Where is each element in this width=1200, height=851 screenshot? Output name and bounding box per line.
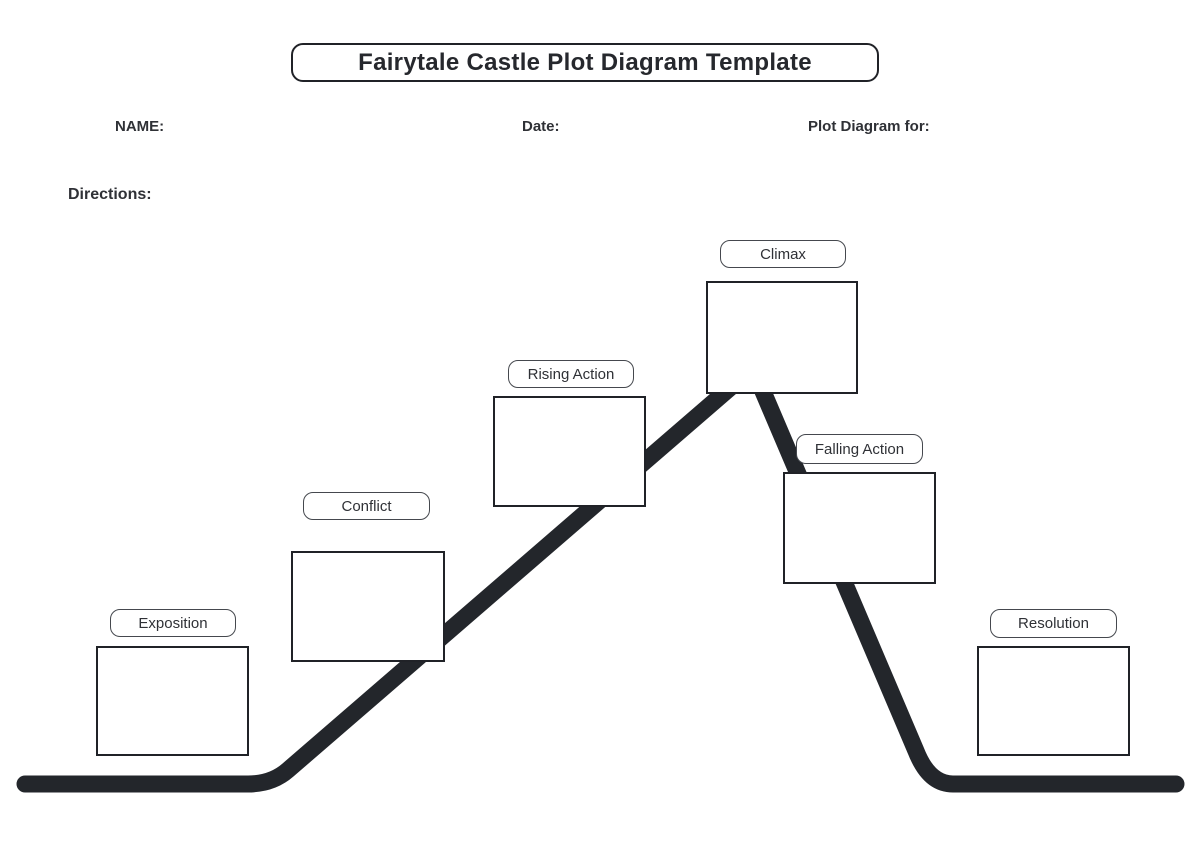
stage-box-climax[interactable] — [706, 281, 858, 394]
page-title: Fairytale Castle Plot Diagram Template — [358, 48, 812, 76]
stage-label-conflict: Conflict — [303, 492, 430, 520]
stage-label-rising-action: Rising Action — [508, 360, 634, 388]
stage-label-exposition: Exposition — [110, 609, 236, 637]
directions-label: Directions: — [68, 186, 152, 203]
stage-box-rising-action[interactable] — [493, 396, 646, 507]
stage-box-falling-action[interactable] — [783, 472, 936, 584]
stage-label-resolution: Resolution — [990, 609, 1117, 638]
title-box: Fairytale Castle Plot Diagram Template — [291, 43, 879, 82]
stage-label-falling-action: Falling Action — [796, 434, 923, 464]
stage-box-conflict[interactable] — [291, 551, 445, 662]
stage-label-climax: Climax — [720, 240, 846, 268]
stage-box-exposition[interactable] — [96, 646, 249, 756]
date-field-label: Date: — [522, 118, 560, 135]
name-field-label: NAME: — [115, 118, 165, 135]
plot-diagram-for-field-label: Plot Diagram for: — [808, 118, 930, 135]
stage-box-resolution[interactable] — [977, 646, 1130, 756]
